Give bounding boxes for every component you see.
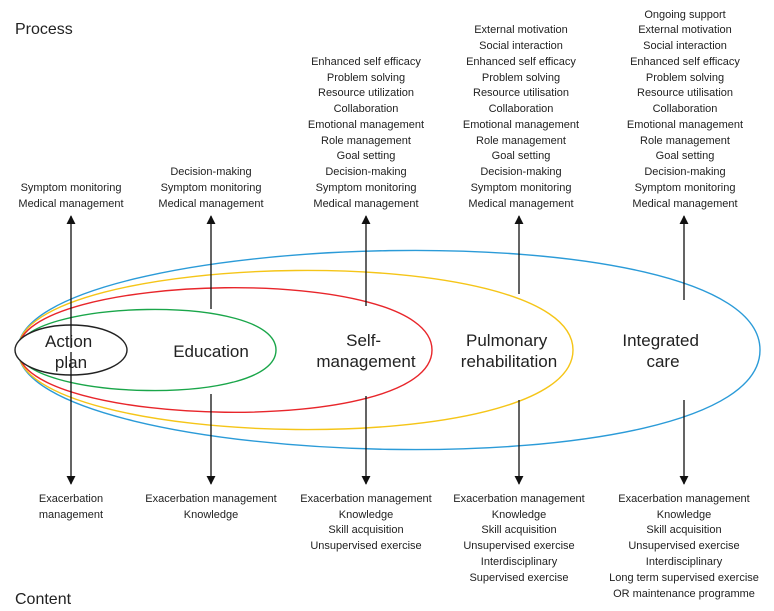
content-item: Knowledge [339,509,393,521]
process-item: Medical management [632,198,737,210]
process-axis-label: Process [15,21,73,38]
content-item: Knowledge [657,509,711,521]
content-item: Exacerbation management [145,493,276,505]
content-axis-label: Content [15,591,72,608]
content-item: Knowledge [492,509,546,521]
process-item: Emotional management [308,119,424,131]
content-list-education: Exacerbation management Knowledge [145,493,276,521]
process-item: Medical management [158,198,263,210]
process-list-integrated-care: Ongoing support External motivation Soci… [627,9,743,210]
process-item: Enhanced self efficacy [466,56,576,68]
process-list-education: Decision-making Symptom monitoring Medic… [158,166,263,210]
ring-pulmonary-rehabilitation [17,269,574,431]
process-item: Resource utilisation [473,87,569,99]
content-item: Long term supervised exercise [609,572,759,584]
process-item: Goal setting [656,150,715,162]
process-item: Problem solving [482,72,560,84]
process-item: Role management [476,135,566,147]
process-item: Emotional management [627,119,743,131]
ring-education [17,308,277,392]
process-item: Collaboration [489,103,554,115]
content-list-action-plan: Exacerbation management [39,493,103,521]
process-item: Role management [640,135,730,147]
process-item: Decision-making [325,166,406,178]
content-item: Supervised exercise [469,572,568,584]
process-item: Enhanced self efficacy [311,56,421,68]
content-item: Unsupervised exercise [463,540,574,552]
content-item: OR maintenance programme [613,588,755,600]
content-item: Exacerbation management [618,493,749,505]
process-item: Problem solving [646,72,724,84]
stage-name-integrated-care: Integrated care [622,331,703,371]
process-item: Symptom monitoring [21,182,122,194]
process-item: Decision-making [644,166,725,178]
stage-name-action-plan: Action plan [45,332,97,372]
content-item: Exacerbation management [453,493,584,505]
process-item: Enhanced self efficacy [630,56,740,68]
process-item: Social interaction [643,40,727,52]
content-item: Exacerbation management [300,493,431,505]
content-list-self-management: Exacerbation management Knowledge Skill … [300,493,431,552]
process-item: Emotional management [463,119,579,131]
stage-name-education: Education [173,342,249,361]
process-item: Medical management [18,198,123,210]
process-item: Ongoing support [644,9,725,21]
content-item: management [39,509,103,521]
process-item: Collaboration [334,103,399,115]
stage-name-pulmonary-rehabilitation: Pulmonary rehabilitation [461,331,557,371]
process-item: Symptom monitoring [161,182,262,194]
process-item: External motivation [474,24,568,36]
ring-integrated-care [17,249,761,451]
process-item: Decision-making [480,166,561,178]
process-item: Role management [321,135,411,147]
content-item: Skill acquisition [646,524,721,536]
process-item: Symptom monitoring [635,182,736,194]
content-item: Exacerbation [39,493,103,505]
process-item: Social interaction [479,40,563,52]
stage-name-self-management: Self- management [316,331,416,371]
process-item: Medical management [313,198,418,210]
content-list-pulmonary-rehabilitation: Exacerbation management Knowledge Skill … [453,493,584,584]
process-list-self-management: Enhanced self efficacy Problem solving R… [308,56,424,210]
process-item: Goal setting [337,150,396,162]
content-item: Unsupervised exercise [628,540,739,552]
content-item: Skill acquisition [481,524,556,536]
content-item: Skill acquisition [328,524,403,536]
content-item: Interdisciplinary [481,556,558,568]
ring-self-management [17,286,433,414]
process-item: Medical management [468,198,573,210]
process-item: Goal setting [492,150,551,162]
process-item: Symptom monitoring [471,182,572,194]
process-item: External motivation [638,24,732,36]
process-item: Problem solving [327,72,405,84]
content-item: Knowledge [184,509,238,521]
process-item: Collaboration [653,103,718,115]
process-list-pulmonary-rehabilitation: External motivation Social interaction E… [463,24,579,210]
process-item: Resource utilisation [637,87,733,99]
process-item: Symptom monitoring [316,182,417,194]
process-list-action-plan: Symptom monitoring Medical management [18,182,123,210]
process-item: Resource utilization [318,87,414,99]
content-item: Unsupervised exercise [310,540,421,552]
content-list-integrated-care: Exacerbation management Knowledge Skill … [609,493,759,600]
content-item: Interdisciplinary [646,556,723,568]
process-item: Decision-making [170,166,251,178]
